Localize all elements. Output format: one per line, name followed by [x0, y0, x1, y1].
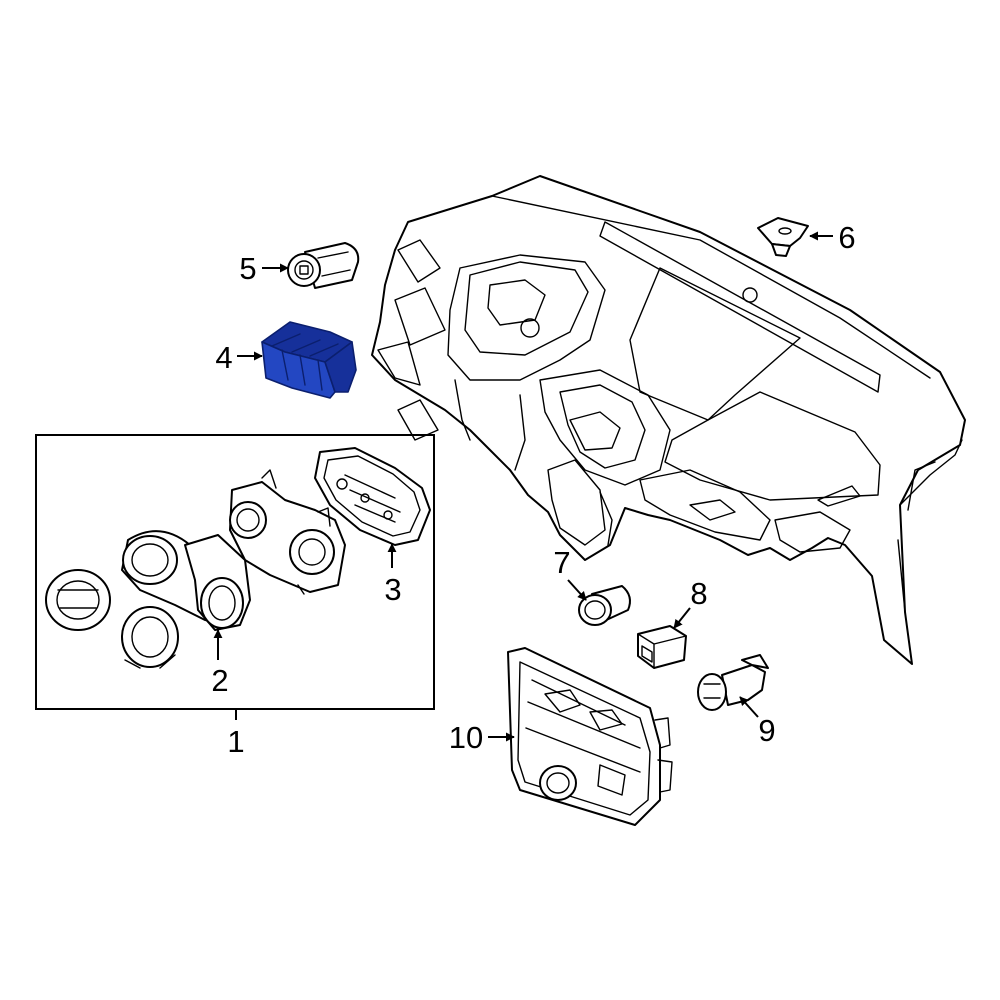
instrument-panel-drawing: [371, 175, 966, 665]
callout-1: 1: [227, 724, 244, 759]
part-4-switch-assembly: [261, 321, 357, 399]
callout-2: 2: [211, 663, 228, 698]
callout-10: 10: [449, 720, 483, 755]
part-8-switch: [637, 625, 687, 669]
callout-4: 4: [215, 340, 232, 375]
part-9-socket: [697, 654, 769, 711]
callout-labels: 1 2 3 4 5 6 7 8 9 10: [211, 220, 855, 759]
callout-8: 8: [690, 576, 707, 611]
part-6-bracket-clip: [757, 217, 809, 257]
cluster-housing: [229, 469, 346, 595]
callout-3: 3: [384, 572, 401, 607]
cluster-bezel-rings: [45, 569, 179, 669]
callout-6: 6: [838, 220, 855, 255]
leader-lines: [213, 231, 833, 742]
part-5-lock-cylinder: [287, 242, 360, 289]
callout-5: 5: [239, 251, 256, 286]
part-3-cluster-lens: [314, 447, 431, 546]
part-7-knob: [578, 585, 631, 626]
part-2-gauge-ring: [121, 530, 251, 631]
callout-9: 9: [758, 713, 775, 748]
part-10-control-panel: [507, 647, 673, 826]
callout-7: 7: [553, 545, 570, 580]
